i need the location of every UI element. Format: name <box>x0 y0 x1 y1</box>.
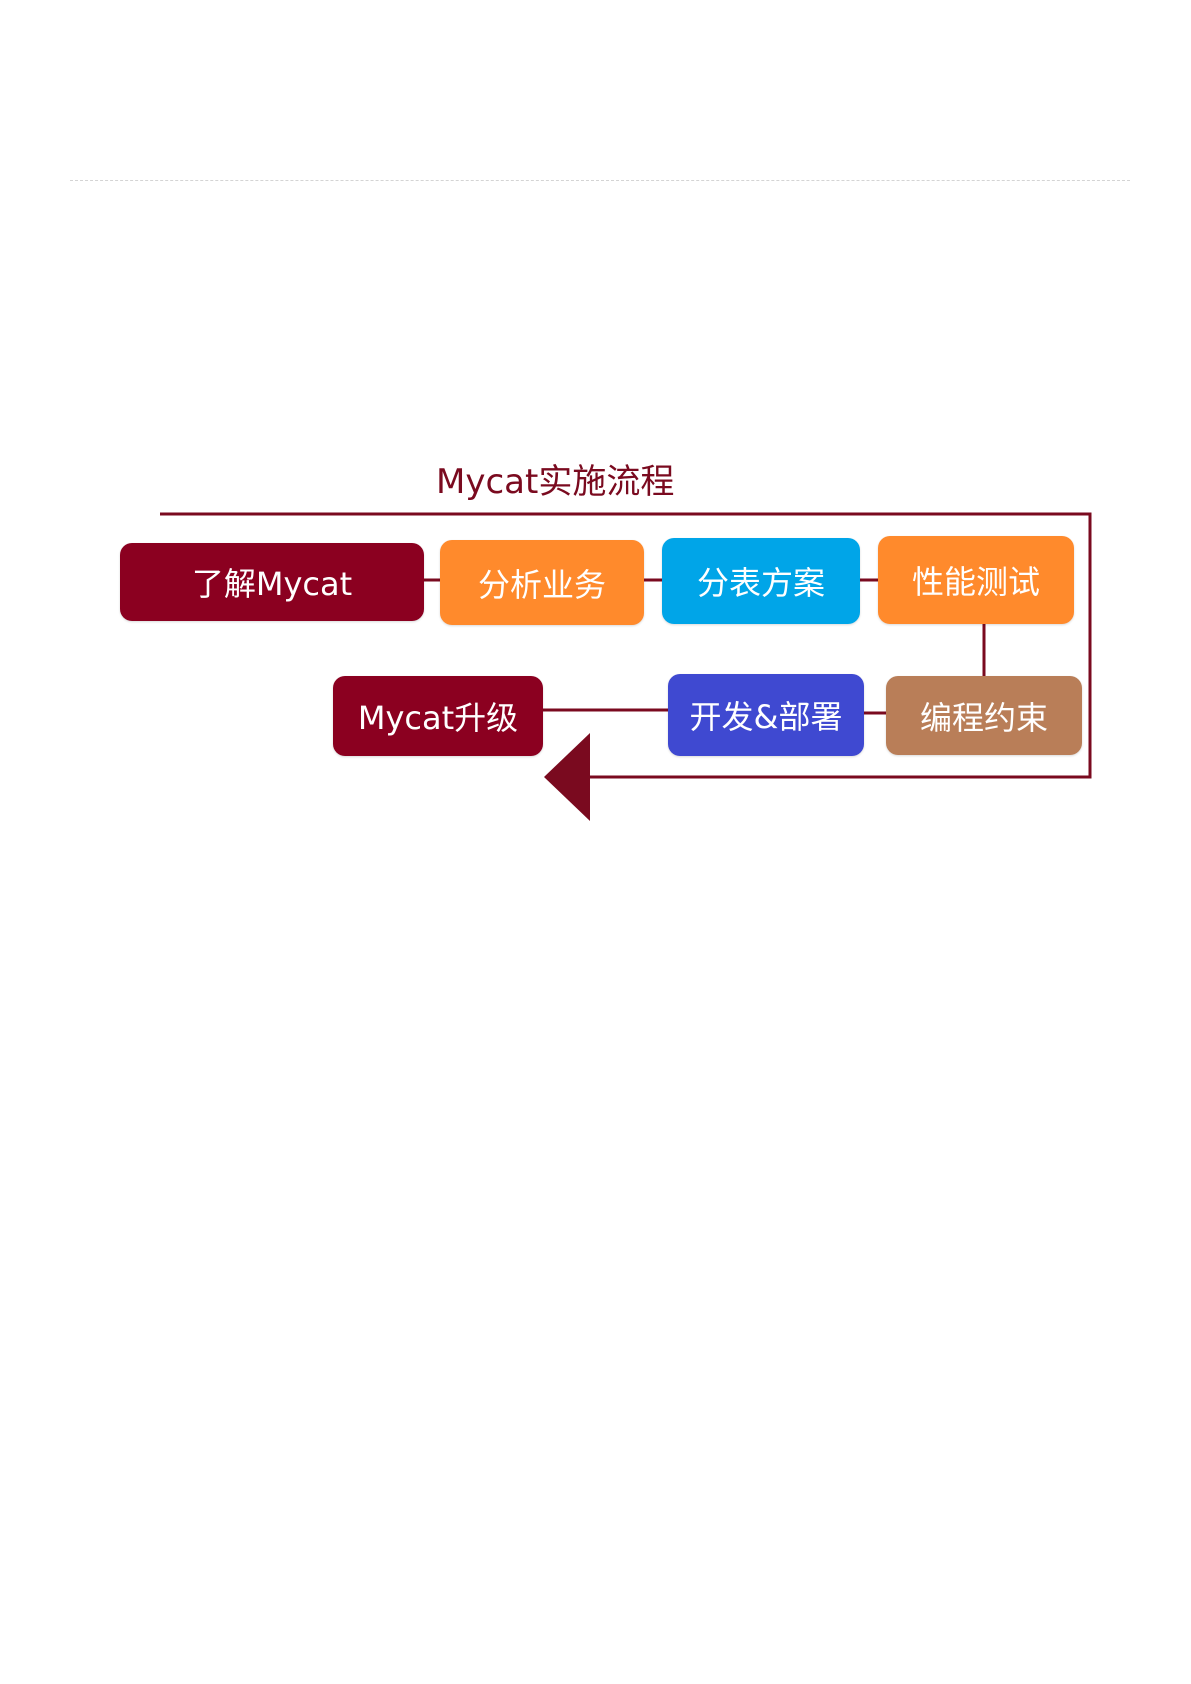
step-label: 编程约束 <box>920 693 1048 739</box>
step-label: 开发&部署 <box>690 692 843 738</box>
step-label: Mycat升级 <box>358 693 518 739</box>
step-develop-deploy: 开发&部署 <box>668 674 864 756</box>
step-understand-mycat: 了解Mycat <box>120 543 424 621</box>
step-label: 了解Mycat <box>192 559 352 605</box>
step-performance-test: 性能测试 <box>878 536 1074 624</box>
step-sharding-plan: 分表方案 <box>662 538 860 624</box>
step-label: 分表方案 <box>697 558 825 604</box>
step-programming-constraints: 编程约束 <box>886 676 1082 755</box>
loop-arrow-head <box>544 733 590 821</box>
step-label: 性能测试 <box>912 557 1040 603</box>
step-mycat-upgrade: Mycat升级 <box>333 676 543 756</box>
step-label: 分析业务 <box>478 560 606 606</box>
step-analyze-business: 分析业务 <box>440 540 644 625</box>
